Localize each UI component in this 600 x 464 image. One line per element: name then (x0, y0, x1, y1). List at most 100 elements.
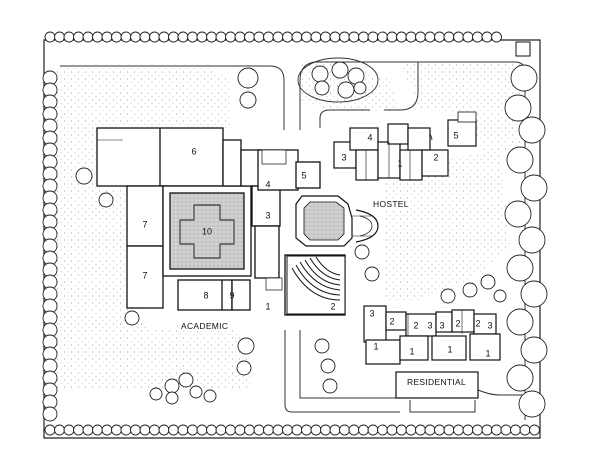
zone-label-residential: RESIDENTIAL (406, 377, 468, 387)
tree (178, 372, 194, 388)
room-number: 2 (413, 320, 419, 331)
tree (518, 390, 546, 418)
tree (480, 274, 496, 290)
hedge-shrub (396, 424, 407, 436)
hedge-shrub (73, 424, 84, 436)
tree (314, 338, 330, 354)
hedge-shrub (320, 31, 331, 43)
hedge-shrub (329, 31, 341, 43)
hostel-block (333, 111, 477, 181)
hedge-shrub (386, 424, 398, 436)
room-number: 7 (142, 219, 148, 230)
hedge-shrub (187, 424, 198, 436)
hedge-shrub (491, 424, 502, 436)
tree (520, 174, 548, 202)
hedge-shrub (529, 424, 540, 436)
hedge-shrub (244, 31, 255, 43)
tree (518, 226, 546, 254)
room-number: 7 (142, 270, 148, 281)
hedge-shrub (415, 424, 426, 436)
tree (124, 310, 140, 326)
room-number: 6 (191, 146, 197, 157)
room-number: 9 (229, 290, 235, 301)
tree (493, 289, 507, 303)
tree (510, 64, 538, 92)
hedge-shrub (358, 31, 369, 43)
tree (506, 308, 534, 336)
hedge-shrub (367, 424, 379, 436)
hedge-shrub (348, 424, 360, 436)
tree (364, 266, 380, 282)
hedge-shrub (386, 31, 398, 43)
room-number: 10 (201, 226, 213, 237)
hedge-shrub (92, 424, 103, 436)
hedge-shrub (120, 424, 132, 436)
zone-label-hostel: HOSTEL (372, 199, 410, 209)
room-number: 5 (301, 170, 307, 181)
hedge-shrub (481, 424, 493, 436)
tree (504, 94, 532, 122)
hedge-shrub (491, 31, 502, 43)
hedge-shrub (263, 424, 274, 436)
hedge-shrub (225, 424, 236, 436)
residential-block (363, 305, 501, 399)
hedge-shrub (462, 424, 474, 436)
hedge-shrub (82, 31, 94, 43)
hedge-shrub (187, 31, 198, 43)
hedge-shrub (443, 31, 455, 43)
hedge-shrub (405, 31, 417, 43)
room-number: 1 (265, 301, 271, 312)
hedge-shrub (500, 424, 512, 436)
tree (75, 167, 93, 185)
hedge-shrub (111, 31, 122, 43)
trees (42, 61, 548, 422)
hedge-shrub (291, 31, 303, 43)
hedge-shrub (443, 424, 455, 436)
hedge-shrub (54, 31, 65, 43)
room-number: 2 (330, 301, 336, 312)
room-number: 3 (487, 320, 493, 331)
tree (337, 81, 355, 99)
room-number: 3 (369, 308, 375, 319)
hedge-shrub (101, 31, 113, 43)
hedge-shrub (377, 424, 388, 436)
hedge-shrub (244, 424, 255, 436)
hedge-shrub (272, 424, 284, 436)
room-number: 4 (367, 132, 373, 143)
hedge-shrub (149, 31, 160, 43)
room-number: 1 (373, 341, 379, 352)
tree (236, 360, 252, 376)
hedge-shrub (310, 31, 322, 43)
hedge-shrub (481, 31, 493, 43)
tree (98, 192, 114, 208)
room-number: 1 (397, 158, 403, 169)
tree (331, 61, 349, 79)
hedge-shrub (196, 31, 208, 43)
corner-kiosk (515, 41, 531, 57)
hedge-shrub (282, 424, 293, 436)
tree (189, 385, 203, 399)
room-number: 1 (485, 348, 491, 359)
room-number: 5 (453, 130, 459, 141)
hedge-shrub (519, 424, 531, 436)
room-number: 2 (475, 318, 481, 329)
hedge-shrub (149, 424, 160, 436)
hedge-shrub (434, 31, 445, 43)
hedge-shrub (206, 424, 217, 436)
hedge-shrub (215, 31, 227, 43)
hedge-shrub (510, 424, 521, 436)
hedge-shrub (177, 31, 189, 43)
hedge-shrub (196, 424, 208, 436)
hedge-shrub (168, 31, 179, 43)
garden-outline (297, 57, 379, 103)
hedge-shrub (282, 31, 293, 43)
room-number: 1 (409, 346, 415, 357)
hedge-shrub (320, 424, 331, 436)
hedge-shrub (405, 424, 417, 436)
hedge-shrub (120, 31, 132, 43)
tree (462, 282, 478, 298)
hedge-shrub (130, 31, 141, 43)
tree (322, 378, 338, 394)
hedge-shrub (158, 31, 170, 43)
